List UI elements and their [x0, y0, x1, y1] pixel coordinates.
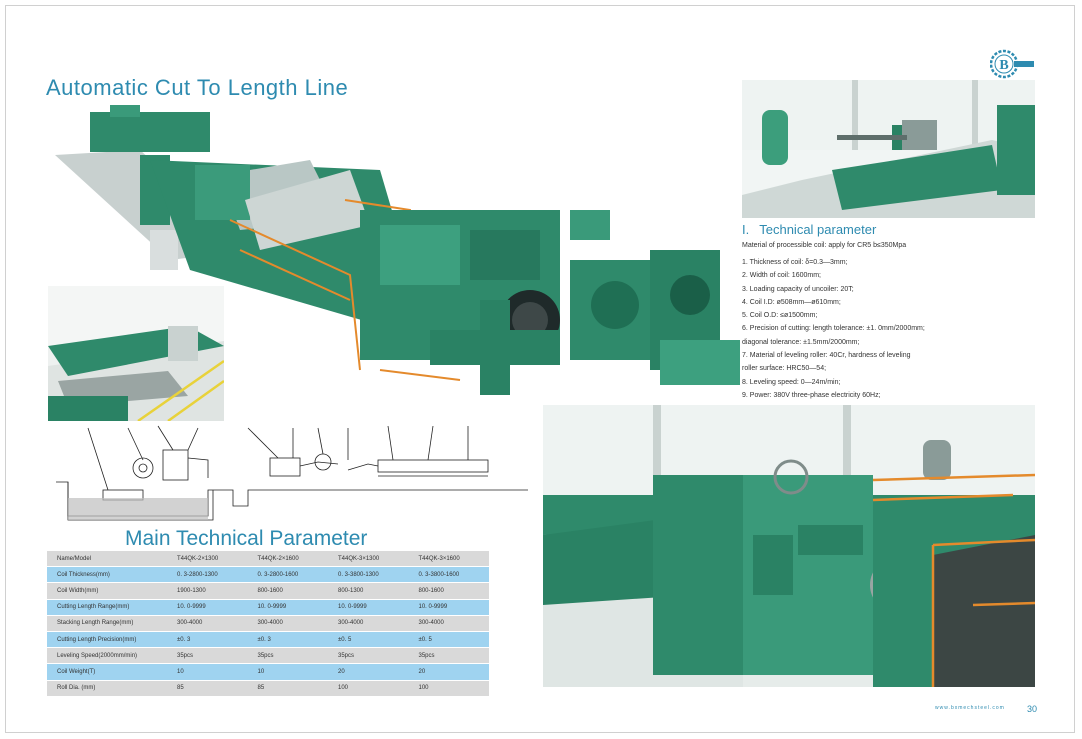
- table-row: Cutting Length Range(mm) 10. 0-9999 10. …: [47, 599, 489, 616]
- table-cell: ±0. 3: [247, 631, 328, 649]
- table-cell: 300-4000: [408, 615, 489, 632]
- table-cell: 300-4000: [167, 615, 248, 632]
- table-row: Cutting Length Precision(mm) ±0. 3 ±0. 3…: [47, 631, 489, 649]
- table-row: Roll Dia. (mm) 85 85 100 100: [47, 680, 489, 697]
- table-cell: 800-1600: [408, 582, 489, 600]
- technical-item: 6. Precision of cutting: length toleranc…: [742, 325, 925, 333]
- technical-numeral: I.: [742, 222, 750, 237]
- technical-item: 1. Thickness of coil: δ=0.3—3mm;: [742, 259, 848, 266]
- table-row: Leveling Speed(2000mm/min) 35pcs 35pcs 3…: [47, 647, 489, 665]
- table-cell: ±0. 3: [167, 631, 248, 649]
- table-cell: 300-4000: [247, 615, 328, 632]
- technical-item: 9. Power: 380V three-phase electricity 6…: [742, 391, 881, 399]
- table-header-cell: T44QK-3×1600: [408, 551, 489, 568]
- table-cell: Stacking Length Range(mm): [47, 615, 167, 632]
- parameter-table: Name/Model T44QK-2×1300 T44QK-2×1600 T44…: [47, 551, 489, 697]
- technical-intro: Material of processible coil: apply for …: [742, 242, 907, 249]
- table-header-cell: T44QK-2×1300: [167, 551, 248, 568]
- company-logo: B: [990, 49, 1034, 79]
- main-parameter-title: Main Technical Parameter: [125, 527, 368, 550]
- table-row: Coil Width(mm) 1900-1300 800-1600 800-13…: [47, 582, 489, 600]
- technical-list: 1. Thickness of coil: δ=0.3—3mm; 2. Widt…: [742, 256, 1042, 402]
- technical-item: diagonal tolerance: ±1.5mm/2000mm;: [742, 338, 860, 346]
- table-cell: 35pcs: [328, 647, 409, 665]
- table-cell: 800-1300: [328, 582, 409, 600]
- table-cell: ±0. 5: [328, 631, 409, 649]
- table-row: Coil Thickness(mm) 0. 3-2800-1300 0. 3-2…: [47, 566, 489, 584]
- table-cell: 10. 0-9999: [328, 599, 409, 616]
- table-cell: 1900-1300: [167, 582, 248, 600]
- table-header-cell: Name/Model: [47, 551, 167, 568]
- logo-letter: B: [999, 58, 1008, 73]
- technical-heading-text: Technical parameter: [759, 222, 877, 237]
- table-cell: 10. 0-9999: [408, 599, 489, 616]
- table-cell: 100: [408, 680, 489, 697]
- table-cell: Coil Weight(T): [47, 663, 167, 681]
- stacker-photo: [48, 286, 224, 421]
- table-cell: 85: [247, 680, 328, 697]
- table-header-cell: T44QK-3×1300: [328, 551, 409, 568]
- technical-item: roller surface: HRC50—54;: [742, 365, 827, 373]
- table-row: Stacking Length Range(mm) 300-4000 300-4…: [47, 615, 489, 632]
- table-cell: 0. 3-3800-1300: [328, 566, 409, 584]
- table-cell: 35pcs: [167, 647, 248, 665]
- table-cell: 300-4000: [328, 615, 409, 632]
- table-cell: 85: [167, 680, 248, 697]
- table-cell: 0. 3-2800-1300: [167, 566, 248, 584]
- table-cell: Leveling Speed(2000mm/min): [47, 647, 167, 665]
- page-title: Automatic Cut To Length Line: [46, 75, 349, 100]
- technical-item: 7. Material of leveling roller: 40Cr, ha…: [742, 352, 911, 360]
- table-cell: 35pcs: [408, 647, 489, 665]
- technical-item: 3. Loading capacity of uncoiler: 20T;: [742, 285, 854, 293]
- page-border: [5, 5, 1075, 733]
- table-row: Coil Weight(T) 10 10 20 20: [47, 663, 489, 681]
- table-cell: 20: [328, 663, 409, 681]
- table-cell: 0. 3-3800-1600: [408, 566, 489, 584]
- technical-item: 8. Leveling speed: 0—24m/min;: [742, 378, 841, 386]
- table-cell: 10. 0-9999: [167, 599, 248, 616]
- table-cell: Coil Thickness(mm): [47, 566, 167, 584]
- technical-item: 4. Coil I.D: ø508mm—ø610mm;: [742, 298, 841, 306]
- page-number: 30: [1027, 704, 1038, 714]
- table-cell: Cutting Length Precision(mm): [47, 631, 167, 649]
- table-cell: Roll Dia. (mm): [47, 680, 167, 697]
- uncoiler-photo: [742, 80, 1035, 218]
- table-header-row: Name/Model T44QK-2×1300 T44QK-2×1600 T44…: [47, 551, 489, 568]
- table-cell: 800-1600: [247, 582, 328, 600]
- technical-item: 2. Width of coil: 1600mm;: [742, 272, 821, 280]
- table-cell: 10: [167, 663, 248, 681]
- table-cell: 20: [408, 663, 489, 681]
- table-cell: Cutting Length Range(mm): [47, 599, 167, 616]
- table-header-cell: T44QK-2×1600: [247, 551, 328, 568]
- table-cell: 10: [247, 663, 328, 681]
- table-cell: 0. 3-2800-1600: [247, 566, 328, 584]
- table-cell: 10. 0-9999: [247, 599, 328, 616]
- table-cell: 100: [328, 680, 409, 697]
- line-layout-drawing: [56, 425, 528, 521]
- table-cell: Coil Width(mm): [47, 582, 167, 600]
- table-cell: 35pcs: [247, 647, 328, 665]
- technical-heading: I. Technical parameter: [742, 222, 876, 237]
- table-cell: ±0. 5: [408, 631, 489, 649]
- leveler-photo: [543, 405, 1035, 687]
- footer-url: www.bxmechsteel.com: [935, 705, 1005, 711]
- technical-item: 5. Coil O.D: ≤ø1500mm;: [742, 312, 818, 320]
